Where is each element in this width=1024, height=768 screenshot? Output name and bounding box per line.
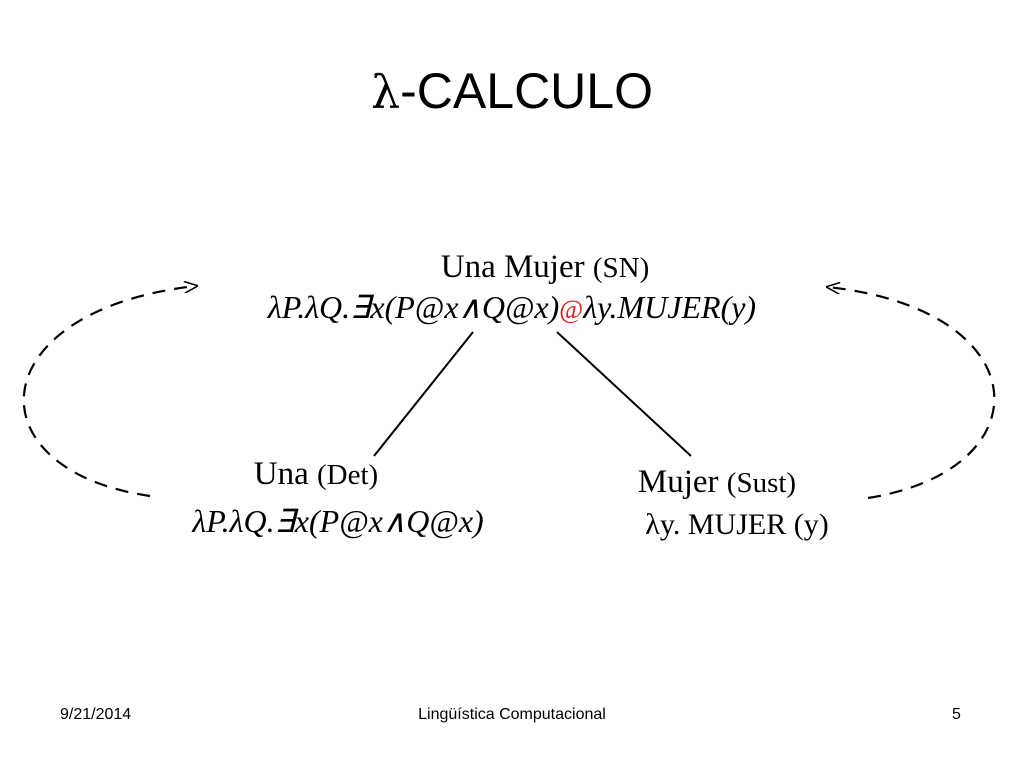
footer-course-name: Lingüística Computacional xyxy=(418,706,606,723)
sust-node-label: Mujer (Sust) xyxy=(638,464,796,500)
root-node-label: Una Mujer (SN) xyxy=(441,249,650,285)
sust-category: (Sust) xyxy=(727,467,796,499)
footer-date: 9/21/2014 xyxy=(60,706,132,723)
footer-page-number: 5 xyxy=(952,706,961,723)
root-formula-left: λP.λQ.∃x(P@x∧Q@x) xyxy=(267,289,559,325)
root-category: (SN) xyxy=(593,252,649,284)
apply-symbol: @ xyxy=(559,295,583,324)
det-node-label: Una (Det) xyxy=(254,456,378,492)
edge-root-to-det xyxy=(373,331,474,457)
root-formula: λP.λQ.∃x(P@x∧Q@x)@λy.MUJER(y) xyxy=(267,289,756,325)
slide-title: λ-CALCULO xyxy=(0,62,1024,120)
det-word: Una xyxy=(254,456,309,492)
title-lambda-symbol: λ xyxy=(371,65,401,119)
title-text: -CALCULO xyxy=(400,63,653,119)
left-dashed-arrow xyxy=(22,286,196,498)
root-formula-right: λy.MUJER(y) xyxy=(582,289,756,325)
edge-root-to-sust xyxy=(556,331,692,457)
det-formula: λP.λQ.∃x(P@x∧Q@x) xyxy=(191,503,483,539)
det-category: (Det) xyxy=(317,459,378,491)
sust-formula: λy. MUJER (y) xyxy=(645,508,828,541)
root-word: Una Mujer xyxy=(441,249,585,285)
sust-word: Mujer xyxy=(638,464,719,500)
right-dashed-arrow xyxy=(828,287,996,500)
